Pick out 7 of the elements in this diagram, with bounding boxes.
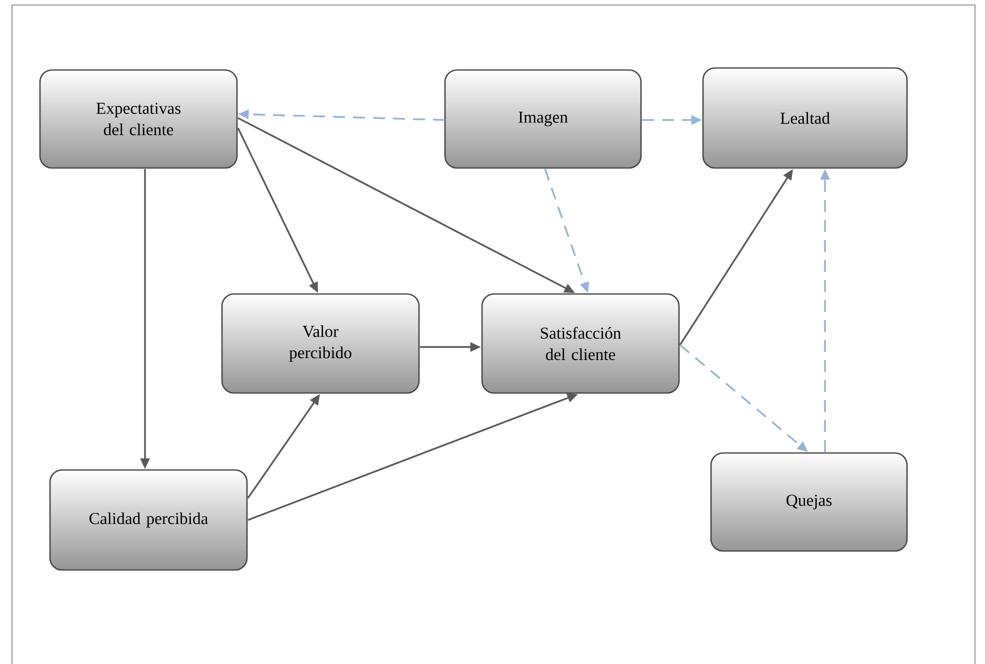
process-box: Lealtad [702,67,908,169]
process-box: Satisfacción del cliente [481,293,680,394]
process-box: Imagen [444,69,642,169]
process-box: Quejas [710,452,908,552]
process-box: Calidad percibida [49,469,248,571]
process-box: Valor percibido [221,293,420,394]
process-box: Expectativas del cliente [39,69,238,169]
